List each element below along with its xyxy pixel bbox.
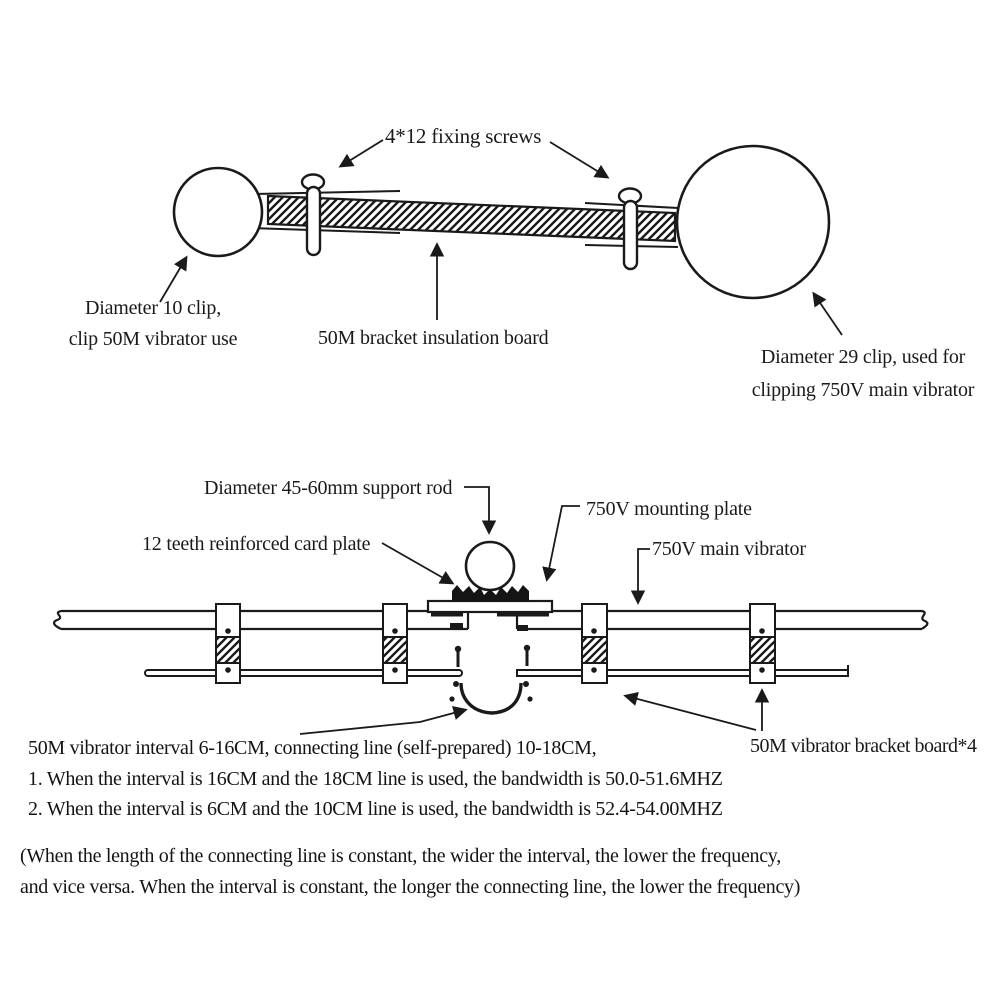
card-plate-label: 12 teeth reinforced card plate xyxy=(142,533,371,555)
top-assembly xyxy=(159,139,843,336)
top-annotation-arrows xyxy=(159,139,843,336)
support-rod-label: Diameter 45-60mm support rod xyxy=(204,477,453,499)
insulation-board-label: 50M bracket insulation board xyxy=(318,327,549,349)
note-bandwidth-2: 2. When the interval is 6CM and the 10CM… xyxy=(28,798,723,820)
center-screws xyxy=(454,644,531,667)
mounting-plate xyxy=(426,599,554,617)
right-clip-label-line1: Diameter 29 clip, used for xyxy=(760,346,966,368)
fixing-screw-left xyxy=(300,173,326,257)
connecting-line xyxy=(449,681,533,715)
fixing-screws-label: 4*12 fixing screws xyxy=(385,124,542,148)
right-clip-label-line2: clipping 750V main vibrator xyxy=(751,379,975,401)
support-rod-circle xyxy=(464,540,516,592)
bottom-annotation-arrows xyxy=(299,486,770,735)
left-clip-label-line1: Diameter 10 clip, xyxy=(85,297,221,319)
main-vibrator-label: 750V main vibrator xyxy=(652,538,806,560)
left-clip-label-line2: clip 50M vibrator use xyxy=(68,328,238,350)
bracket-board-1 xyxy=(215,603,241,684)
bracket-board-2 xyxy=(382,603,408,684)
note-bandwidth-1: 1. When the interval is 16CM and the 18C… xyxy=(28,768,723,790)
bracket-board-3 xyxy=(581,603,608,684)
toothed-card-plate xyxy=(452,585,529,601)
note-interval: 50M vibrator interval 6-16CM, connecting… xyxy=(28,737,597,759)
note-paren-2: and vice versa. When the interval is con… xyxy=(20,876,801,898)
left-clip-circle xyxy=(172,166,264,258)
bracket-board-label: 50M vibrator bracket board*4 xyxy=(750,735,977,757)
fixing-screw-right xyxy=(617,187,643,271)
reflector-rod xyxy=(144,665,849,677)
right-clip-circle xyxy=(675,144,831,300)
main-vibrator-tube xyxy=(53,609,929,631)
bracket-board-4 xyxy=(749,603,776,684)
bottom-assembly xyxy=(53,486,929,735)
mounting-plate-label: 750V mounting plate xyxy=(586,498,752,520)
note-paren-1: (When the length of the connecting line … xyxy=(20,845,781,867)
